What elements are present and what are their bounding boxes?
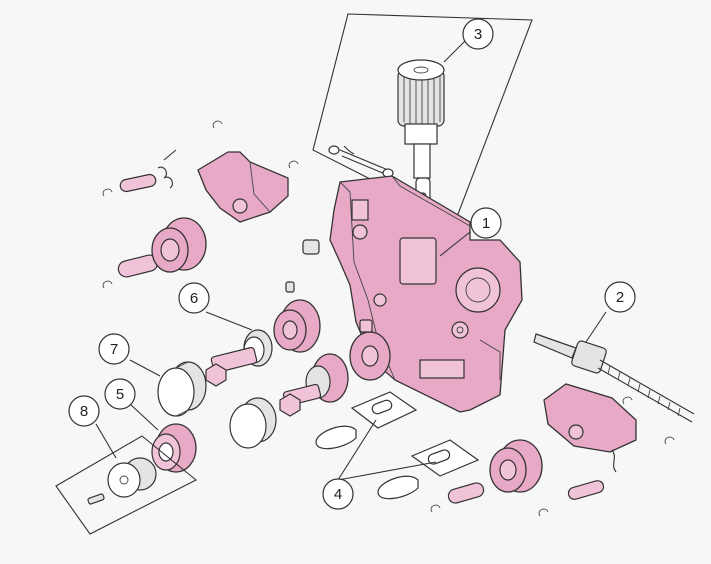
callout-6-label: 6 [190, 290, 198, 307]
callout-1-label: 1 [482, 215, 490, 232]
callout-8-label: 8 [80, 403, 88, 420]
callout-2-label: 2 [616, 289, 624, 306]
small-gear-part-5 [151, 423, 197, 473]
idler-gear-part-6 [205, 299, 321, 387]
pressure-arm-bracket [197, 151, 289, 223]
callout-7: 7 [98, 333, 130, 365]
feed-roller-part-7 [157, 361, 207, 417]
callout-1: 1 [470, 207, 502, 239]
upper-drive-gear [102, 217, 207, 289]
set-screw [285, 239, 320, 293]
callout-6: 6 [178, 282, 210, 314]
roller-with-screw-part-8 [87, 457, 157, 505]
wire-guide-plates-part-4 [315, 391, 480, 500]
callout-8: 8 [68, 395, 100, 427]
callout-5-label: 5 [116, 386, 124, 403]
callout-5: 5 [104, 378, 136, 410]
callout-4: 4 [322, 478, 354, 510]
lower-roller [229, 397, 277, 449]
leader-lines [95, 39, 607, 481]
callout-4-label: 4 [334, 486, 342, 503]
callout-3-label: 3 [474, 26, 482, 43]
callout-3: 3 [462, 18, 494, 50]
lower-right-drive-gear [430, 436, 675, 517]
pin-with-spring-part-3 [328, 145, 446, 215]
callout-2: 2 [604, 281, 636, 313]
callout-7-label: 7 [110, 341, 118, 358]
adjustment-screw-part-2 [533, 333, 695, 423]
right-pressure-arm [543, 383, 637, 473]
center-drive-gear [279, 319, 391, 417]
hinge-pin-spring [102, 120, 299, 197]
